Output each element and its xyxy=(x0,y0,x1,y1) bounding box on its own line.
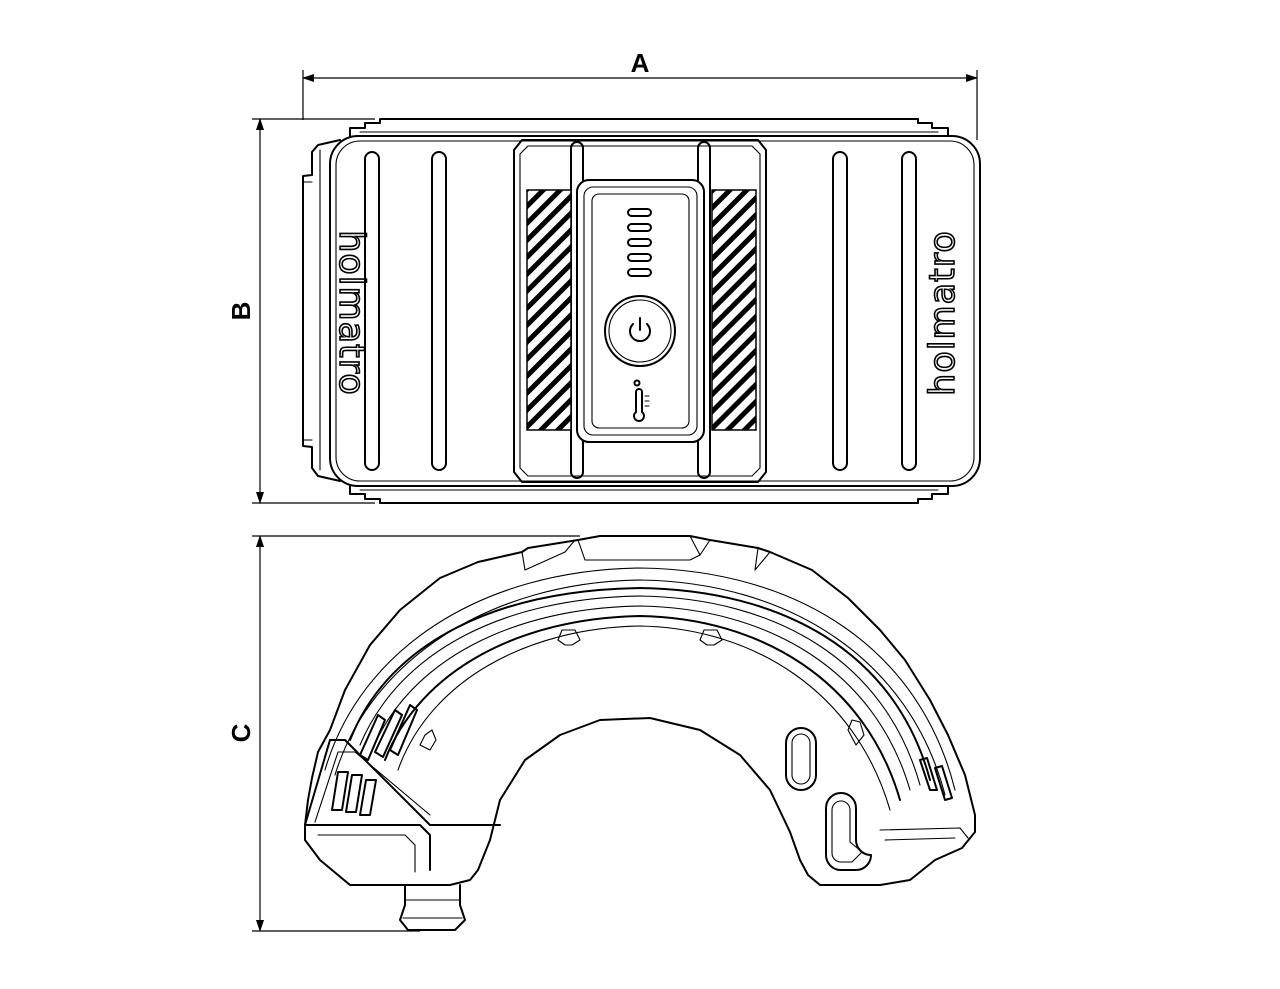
brand-logo-right: holmatro xyxy=(923,230,963,396)
side-view xyxy=(304,535,976,931)
top-view: holmatro holmatro xyxy=(302,118,981,504)
vent-grille-right xyxy=(711,189,757,431)
vent-grille-left xyxy=(526,189,572,431)
dimension-a: A xyxy=(302,48,978,140)
dimension-c: C xyxy=(226,535,580,932)
power-icon xyxy=(629,317,651,343)
thermometer-icon xyxy=(633,379,650,422)
battery-level-icon xyxy=(627,208,652,277)
dimension-a-label: A xyxy=(631,48,650,78)
power-button[interactable] xyxy=(604,295,676,367)
dimension-b-label: B xyxy=(226,302,256,321)
dimension-c-label: C xyxy=(226,723,256,742)
dimension-b: B xyxy=(226,118,375,504)
brand-logo-left: holmatro xyxy=(331,230,371,396)
